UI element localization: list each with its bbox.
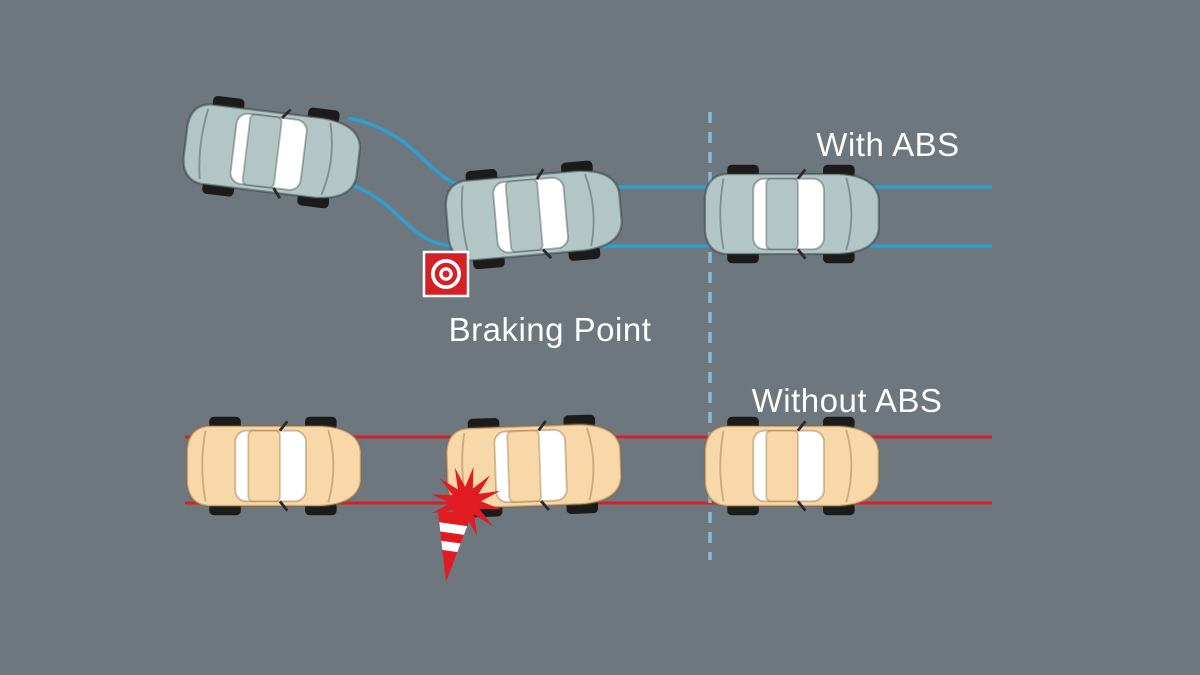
car-with-abs-stopped: [703, 163, 881, 265]
braking-point-label: Braking Point: [449, 311, 652, 348]
without-abs-label: Without ABS: [752, 382, 943, 419]
with-abs-label: With ABS: [816, 126, 959, 163]
car-without-abs-stopped: [703, 415, 881, 517]
braking-point-marker-icon: [422, 250, 470, 298]
car-with-abs-start: [178, 91, 366, 214]
traffic-cone-icon: [428, 509, 472, 582]
car-without-abs-start: [185, 415, 363, 517]
car-with-abs-swerving: [441, 156, 627, 273]
